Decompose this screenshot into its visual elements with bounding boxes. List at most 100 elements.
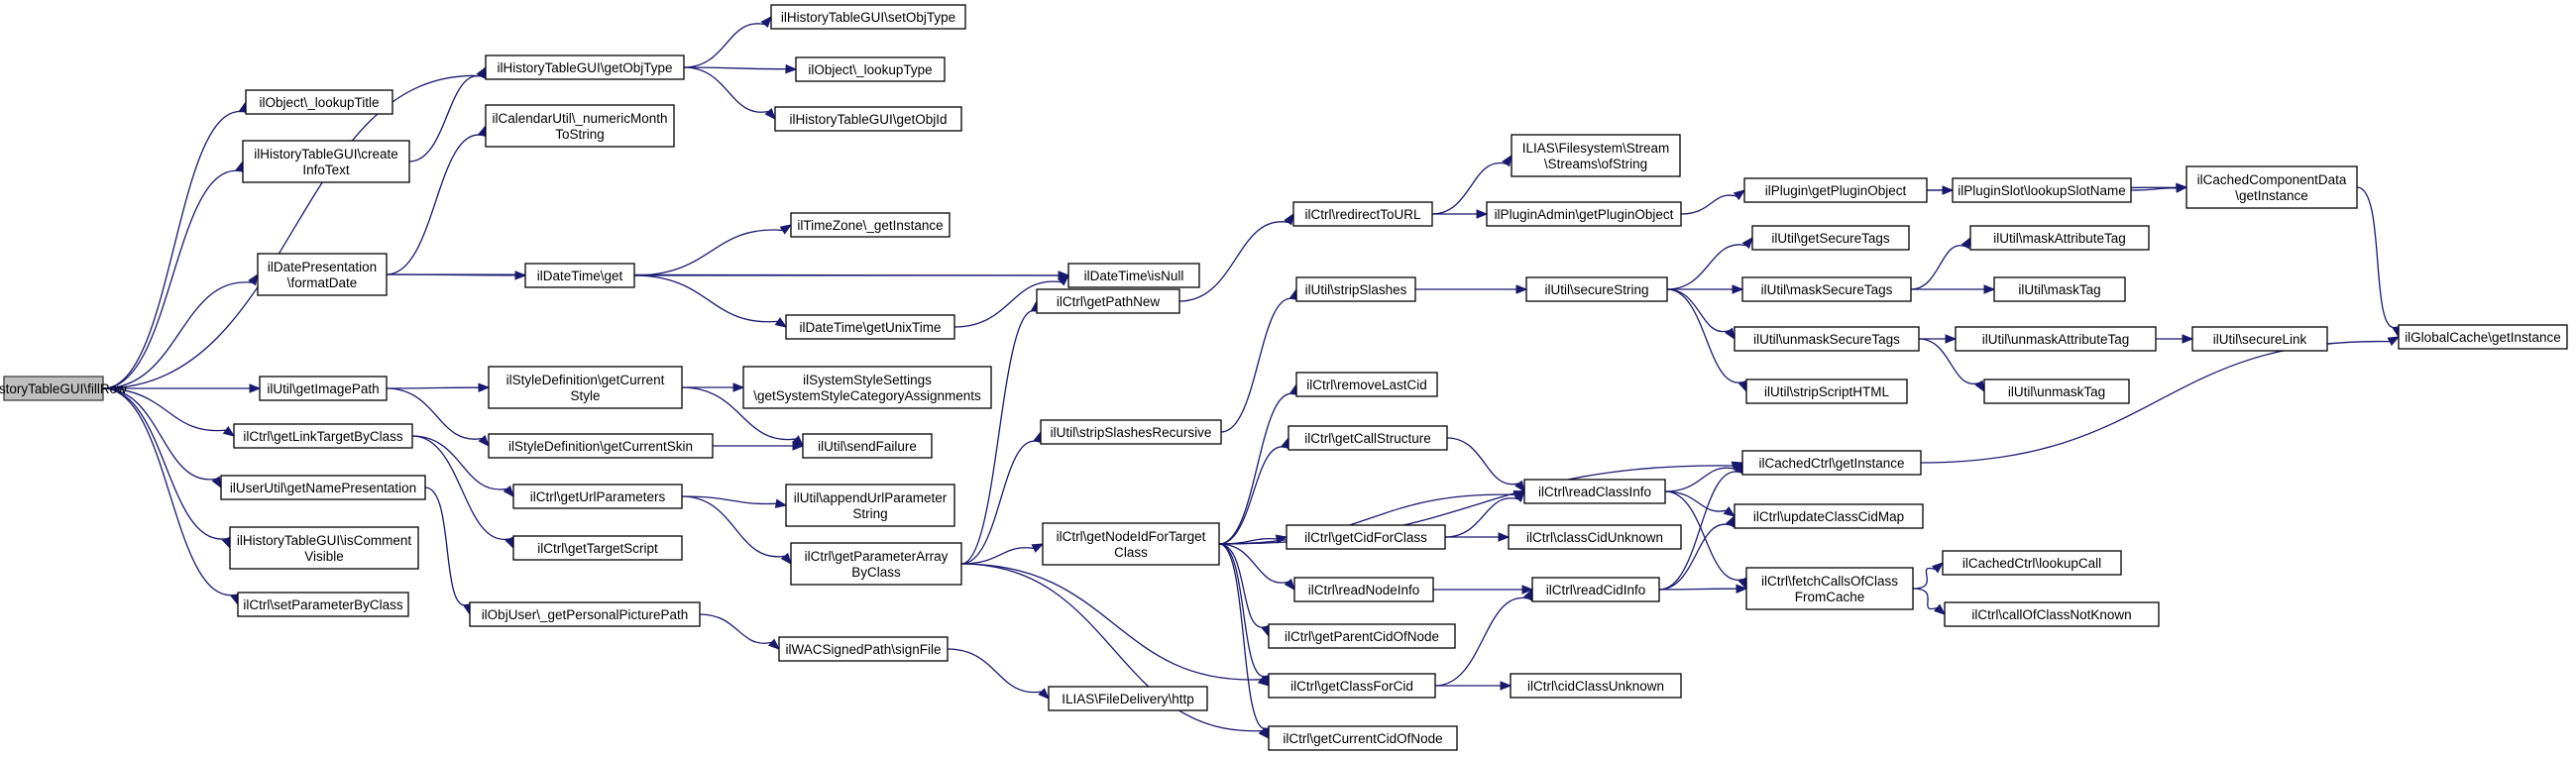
node-get-name-presentation[interactable]: ilUserUtil\getNamePresentation	[220, 475, 426, 500]
node-get-current-skin[interactable]: ilStyleDefinition\getCurrentSkin	[488, 433, 714, 459]
node-file-delivery[interactable]: ILIAS\FileDelivery\http	[1048, 686, 1208, 711]
node-plugin-get[interactable]: ilPlugin\getPluginObject	[1743, 177, 1928, 203]
node-update-class-cid-map[interactable]: ilCtrl\updateClassCidMap	[1734, 503, 1924, 529]
node-remove-last-cid[interactable]: ilCtrl\removeLastCid	[1295, 372, 1438, 397]
node-box	[488, 366, 683, 409]
node-unmask-secure-tags[interactable]: ilUtil\unmaskSecureTags	[1734, 326, 1920, 352]
node-sign-file[interactable]: ilWACSignedPath\signFile	[778, 636, 949, 662]
node-class-cid-unknown[interactable]: ilCtrl\classCidUnknown	[1508, 524, 1682, 550]
node-box	[512, 484, 683, 509]
node-tz-get-instance[interactable]: ilTimeZone\_getInstance	[790, 212, 951, 238]
node-personal-picture[interactable]: ilObjUser\_getPersonalPicturePath	[469, 601, 701, 627]
node-cached-ctrl-get-instance[interactable]: ilCachedCtrl\getInstance	[1741, 450, 1922, 476]
node-label: ilGlobalCache\getInstance	[2405, 330, 2561, 345]
node-get-path-new[interactable]: ilCtrl\getPathNew	[1036, 288, 1180, 314]
node-set-obj-type[interactable]: ilHistoryTableGUI\setObjType	[770, 4, 966, 30]
node-label: ilWACSignedPath\signFile	[785, 642, 941, 657]
node-get-call-structure[interactable]: ilCtrl\getCallStructure	[1288, 425, 1448, 451]
node-get-image-path[interactable]: ilUtil\getImagePath	[259, 376, 388, 401]
node-get-current-cid-of-node[interactable]: ilCtrl\getCurrentCidOfNode	[1268, 725, 1458, 751]
edge-create-info-text-to-get-obj-type	[408, 65, 487, 162]
node-format-date[interactable]: ilDatePresentation\formatDate	[257, 253, 388, 296]
edge-arrowhead	[2176, 183, 2188, 193]
edge-sign-file-to-file-delivery	[947, 648, 1050, 700]
node-fill-row[interactable]: ilHistoryTableGUI\fillRow	[0, 376, 127, 401]
node-get-cid-for-class[interactable]: ilCtrl\getCidForClass	[1286, 524, 1446, 550]
node-cached-comp-get-instance[interactable]: ilCachedComponentData\getInstance	[2185, 165, 2358, 209]
node-unmask-attribute-tag[interactable]: ilUtil\unmaskAttributeTag	[1955, 326, 2157, 352]
node-label: ilUtil\stripSlashes	[1305, 282, 1407, 297]
node-dt-get[interactable]: ilDateTime\get	[524, 263, 635, 288]
node-set-parameter-by-class[interactable]: ilCtrl\setParameterByClass	[237, 592, 409, 617]
edge-arrowhead	[1498, 532, 1511, 542]
node-send-failure[interactable]: ilUtil\sendFailure	[802, 433, 933, 459]
node-box	[485, 104, 675, 148]
node-lookup-type[interactable]: ilObject\_lookupType	[795, 56, 946, 82]
node-label: ilTimeZone\_getInstance	[797, 218, 943, 233]
node-mask-secure-tags[interactable]: ilUtil\maskSecureTags	[1741, 276, 1912, 302]
node-mask-tag[interactable]: ilUtil\maskTag	[1993, 276, 2126, 302]
node-get-parent-cid-of-node[interactable]: ilCtrl\getParentCidOfNode	[1268, 623, 1456, 649]
node-plugin-admin-get[interactable]: ilPluginAdmin\getPluginObject	[1486, 201, 1682, 227]
node-strip-slashes[interactable]: ilUtil\stripSlashes	[1295, 276, 1416, 302]
node-get-secure-tags[interactable]: ilUtil\getSecureTags	[1751, 225, 1910, 251]
node-label: FromCache	[1795, 590, 1865, 604]
edge-arrowhead	[785, 63, 798, 74]
node-strip-slashes-recursive[interactable]: ilUtil\stripSlashesRecursive	[1040, 419, 1222, 445]
edge-line	[633, 274, 778, 323]
node-box	[1745, 567, 1914, 610]
edge-arrowhead	[1945, 334, 1958, 344]
node-label: \Streams\ofString	[1544, 157, 1647, 171]
node-lookup-title[interactable]: ilObject\_lookupTitle	[245, 89, 393, 115]
node-box	[1508, 524, 1682, 550]
edge-arrowhead	[774, 498, 788, 508]
node-sys-style[interactable]: ilSystemStyleSettings\getSystemStyleCate…	[742, 366, 992, 409]
node-redirect-to-url[interactable]: ilCtrl\redirectToURL	[1292, 201, 1433, 227]
node-is-null[interactable]: ilDateTime\isNull	[1067, 263, 1200, 288]
node-cid-class-unknown[interactable]: ilCtrl\cidClassUnknown	[1510, 673, 1682, 699]
node-lookup-slot-name[interactable]: ilPluginSlot\lookupSlotName	[1952, 177, 2132, 203]
edge-line	[1680, 194, 1737, 215]
node-strip-script-html[interactable]: ilUtil\stripScriptHTML	[1745, 378, 1908, 404]
node-get-link-target-by-class[interactable]: ilCtrl\getLinkTargetByClass	[233, 423, 413, 449]
edge-mask-secure-tags-to-mask-attribute-tag	[1910, 236, 1971, 290]
node-secure-string[interactable]: ilUtil\secureString	[1525, 276, 1668, 302]
node-box	[1036, 288, 1180, 314]
node-box	[1955, 326, 2157, 352]
node-get-obj-id[interactable]: ilHistoryTableGUI\getObjId	[774, 106, 962, 132]
node-box	[1952, 177, 2132, 203]
node-label: \getSystemStyleCategoryAssignments	[753, 388, 981, 403]
node-get-target-script[interactable]: ilCtrl\getTargetScript	[512, 535, 683, 561]
edge-arrowhead	[732, 382, 745, 392]
node-get-obj-type[interactable]: ilHistoryTableGUI\getObjType	[485, 54, 685, 80]
node-call-of-class-not-known[interactable]: ilCtrl\callOfClassNotKnown	[1944, 601, 2160, 627]
edge-arrowhead	[1513, 489, 1525, 503]
node-get-unix-time[interactable]: ilDateTime\getUnixTime	[785, 314, 955, 340]
edge-line	[386, 387, 483, 440]
node-read-node-info[interactable]: ilCtrl\readNodeInfo	[1293, 577, 1434, 602]
edge-get-image-path-to-get-current-skin	[386, 387, 490, 448]
edge-line	[1218, 543, 1268, 729]
node-global-cache-get-instance[interactable]: ilGlobalCache\getInstance	[2398, 324, 2568, 350]
edge-arrowhead	[1058, 274, 1069, 286]
node-secure-link[interactable]: ilUtil\secureLink	[2191, 326, 2328, 352]
edge-fill-row-to-is-comment-visible	[102, 387, 231, 550]
node-mask-attribute-tag[interactable]: ilUtil\maskAttributeTag	[1969, 225, 2150, 251]
node-read-cid-info[interactable]: ilCtrl\readCidInfo	[1531, 577, 1660, 602]
node-get-url-parameters[interactable]: ilCtrl\getUrlParameters	[512, 484, 683, 509]
edge-get-name-presentation-to-personal-picture	[424, 487, 473, 616]
node-lookup-call[interactable]: ilCachedCtrl\lookupCall	[1942, 550, 2122, 576]
node-read-class-info[interactable]: ilCtrl\readClassInfo	[1523, 479, 1666, 504]
node-get-class-for-cid[interactable]: ilCtrl\getClassForCid	[1268, 673, 1436, 699]
edge-arrowhead	[1741, 236, 1753, 250]
node-streams-of-string[interactable]: ILIAS\Filesystem\Stream\Streams\ofString	[1511, 134, 1681, 177]
node-unmask-tag[interactable]: ilUtil\unmaskTag	[1983, 378, 2130, 404]
